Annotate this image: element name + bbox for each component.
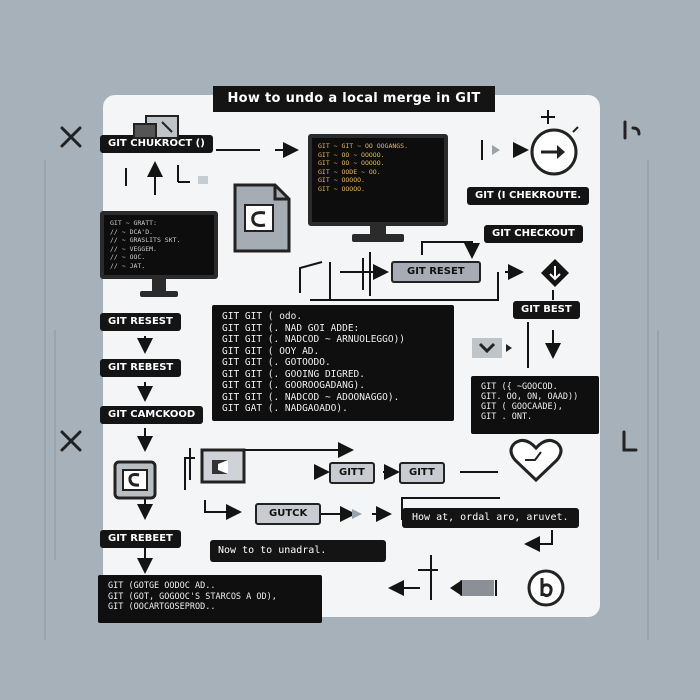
git-checkout-right-label-2: GIT CHECKOUT: [484, 225, 583, 243]
git-best-right-label: GIT BEST: [513, 301, 580, 319]
git-resest-left-label: GIT RESEST: [100, 313, 181, 331]
gutck-label: GUTCK: [255, 503, 322, 525]
folder-icon: [132, 114, 180, 140]
center-code-block: GIT GIT ( odo. GIT GIT (. NAD GOI ADDE: …: [212, 305, 454, 421]
decor-square: [198, 176, 208, 184]
top-monitor-screen: GIT ~ GIT ~ OO OOGANGS. GIT ~ OO ~ OOOOO…: [308, 134, 448, 226]
document-icon: [233, 183, 293, 253]
git-reset-center-label: GIT RESET: [391, 261, 481, 283]
git-checkout-top-label: GIT CHUKROCT (): [100, 135, 213, 153]
chevron-down-icon: [470, 336, 514, 360]
gray-arrow-bar: [450, 578, 498, 598]
gitt-label-2: GITT: [399, 462, 445, 484]
how-text-label: How at, ordal aro, aruvet.: [402, 508, 579, 528]
left-monitor-screen: GIT ~ GRATT: // ~ DCA'D. // ~ GRASLITS S…: [100, 211, 218, 279]
bottom-code-block: GIT (GOTGE OODOC AD.. GIT (GOT, GOGOOC'S…: [98, 575, 322, 623]
git-rebest-left-label: GIT REBEST: [100, 359, 182, 377]
window-icon: [198, 446, 248, 486]
git-camckood-left-label: GIT CAMCKOOD: [100, 406, 204, 424]
arrow-circle-icon[interactable]: [528, 126, 580, 178]
heart-icon: [505, 436, 567, 486]
left-monitor: GIT ~ GRATT: // ~ DCA'D. // ~ GRASLITS S…: [100, 211, 218, 301]
merge-icon: [113, 460, 157, 500]
git-rebeet-left-label: GIT REBEET: [100, 530, 181, 548]
now-text-label: Now to to unadral.: [210, 540, 386, 562]
undo-icon[interactable]: [526, 568, 566, 608]
diamond-down-icon: [540, 258, 570, 288]
top-monitor: GIT ~ GIT ~ OO OOGANGS. GIT ~ OO ~ OOOOO…: [308, 134, 448, 244]
right-code-block: GIT ({ ~GOOCOD. GIT. OO, ON, OAAD)) GIT …: [471, 376, 599, 434]
git-checkout-right-label: GIT (I chekroute.: [467, 187, 590, 205]
diagram-title: How to undo a local merge in GIT: [213, 86, 495, 112]
gitt-label-1: GITT: [329, 462, 375, 484]
